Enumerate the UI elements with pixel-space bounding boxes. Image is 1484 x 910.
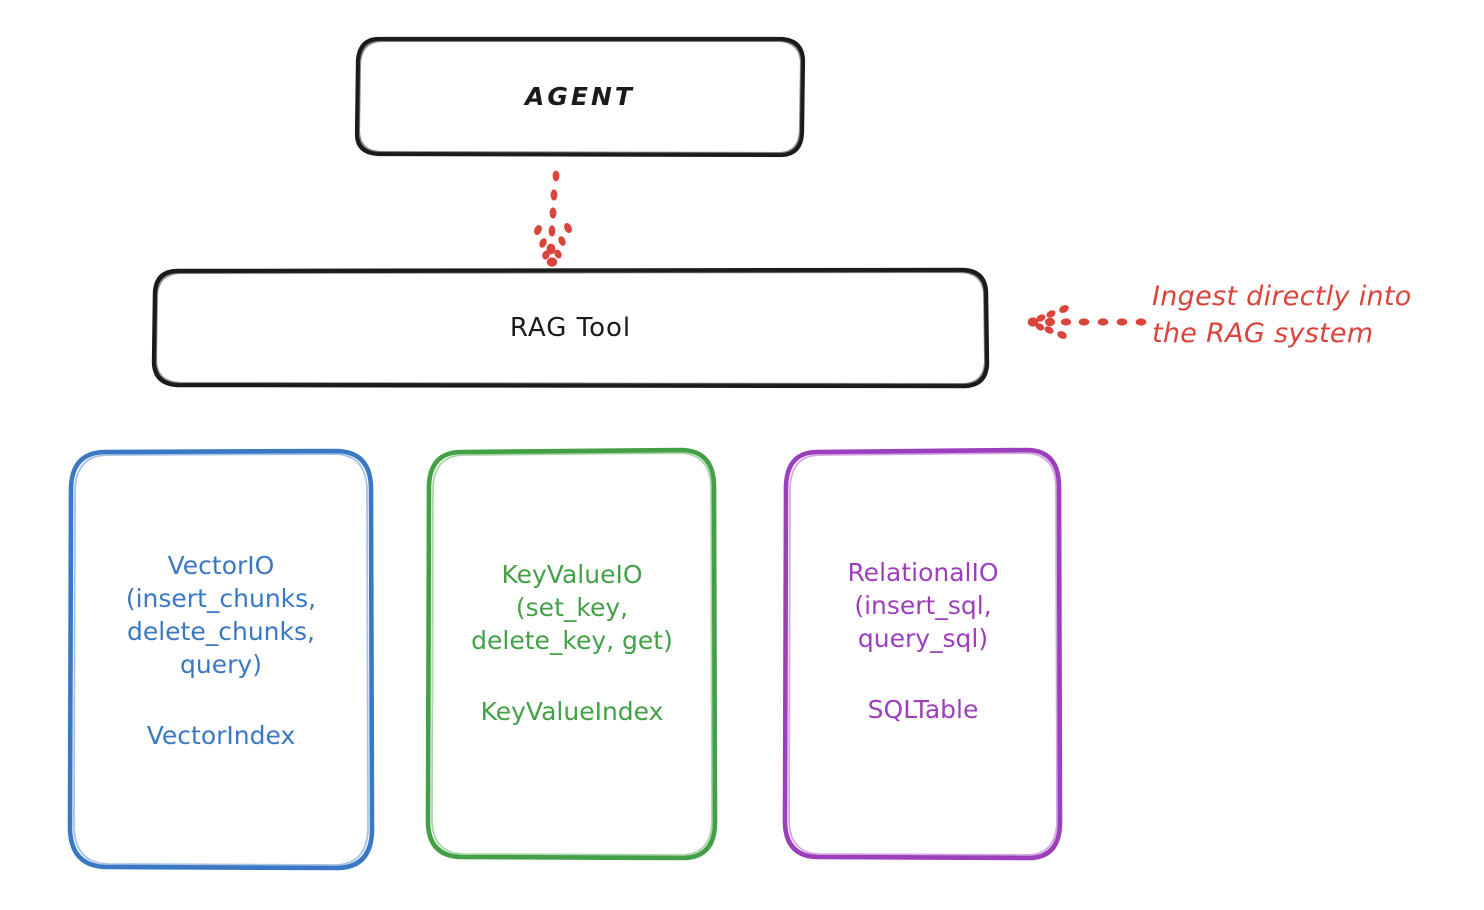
relational-box-outline — [782, 447, 1063, 861]
agent-to-rag-arrow — [534, 170, 572, 267]
vector-body: VectorIO (insert_chunks, delete_chunks, … — [70, 549, 372, 750]
node-rag-tool[interactable]: RAG Tool — [154, 270, 987, 385]
ingest-annotation: Ingest directly into the RAG system — [1152, 281, 1412, 350]
relational-index-label: SQLTable — [867, 694, 979, 724]
ingest-arrow — [1027, 305, 1147, 339]
rag-tool-label: RAG Tool — [509, 312, 632, 343]
relational-api-label: RelationalIO (insert_sql, query_sql) — [847, 557, 999, 653]
node-relational-io[interactable]: RelationalIO (insert_sql, query_sql) SQL… — [785, 450, 1061, 857]
keyvalue-box-outline — [425, 447, 718, 861]
agent-label: AGENT — [525, 82, 635, 111]
vector-index-label: VectorIndex — [146, 720, 296, 750]
keyvalue-api-label: KeyValueIO (set_key, delete_key, get) — [471, 559, 673, 655]
keyvalue-index-label: KeyValueIndex — [480, 696, 664, 726]
rag-tool-box-outline — [151, 267, 990, 389]
node-agent[interactable]: AGENT — [357, 38, 803, 155]
vector-api-label: VectorIO (insert_chunks, delete_chunks, … — [125, 550, 317, 679]
agent-box-outline — [354, 36, 806, 158]
keyvalue-body: KeyValueIO (set_key, delete_key, get) Ke… — [428, 558, 716, 726]
relational-body: RelationalIO (insert_sql, query_sql) SQL… — [785, 556, 1061, 724]
vector-box-outline — [67, 448, 375, 871]
node-keyvalue-io[interactable]: KeyValueIO (set_key, delete_key, get) Ke… — [428, 450, 716, 857]
node-vector-io[interactable]: VectorIO (insert_chunks, delete_chunks, … — [70, 450, 372, 868]
